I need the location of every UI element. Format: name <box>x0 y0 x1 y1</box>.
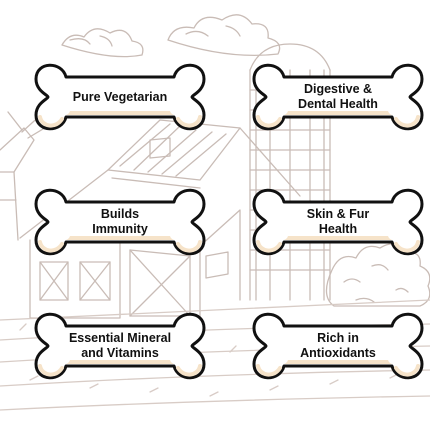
badge-label: Digestive & Dental Health <box>298 82 378 111</box>
benefit-badge-immunity: Builds Immunity <box>30 182 210 262</box>
barn-sketch <box>19 119 301 319</box>
benefit-badge-pure-vegetarian: Pure Vegetarian <box>30 57 210 137</box>
badge-label: Skin & Fur Health <box>306 207 370 236</box>
benefit-badge-digestive-dental: Digestive & Dental Health <box>248 57 428 137</box>
benefit-badge-antioxidants: Rich in Antioxidants <box>248 306 428 386</box>
benefit-badge-minerals-vitamins: Essential Mineral and Vitamins <box>30 306 210 386</box>
badge-label: Essential Mineral and Vitamins <box>68 331 172 360</box>
benefit-badge-skin-fur: Skin & Fur Health <box>248 182 428 262</box>
badge-label: Rich in Antioxidants <box>300 331 376 360</box>
badge-label: Builds Immunity <box>92 207 148 236</box>
badge-label: Pure Vegetarian <box>72 89 168 104</box>
trees-sketch <box>325 243 430 307</box>
cloud-sketch-left <box>61 28 144 58</box>
cloud-sketch-right <box>167 14 281 56</box>
